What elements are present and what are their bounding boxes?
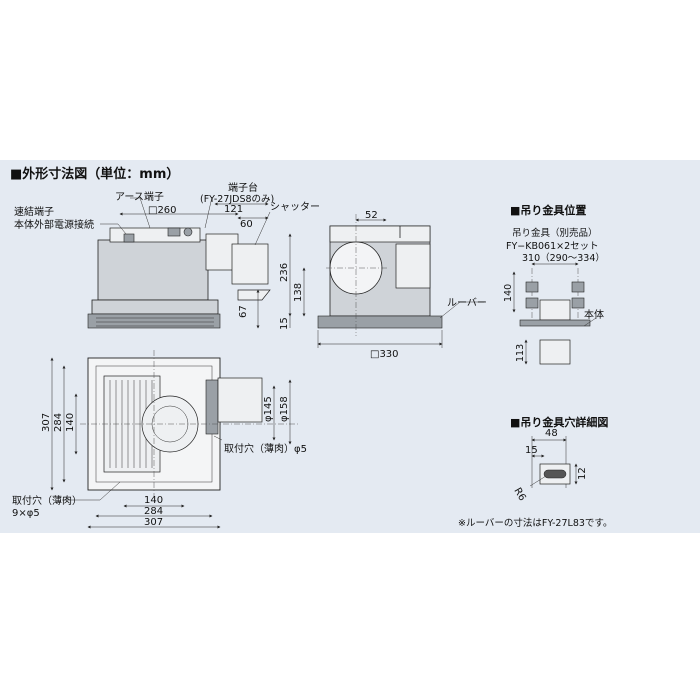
side-dim-138: 138 xyxy=(293,283,304,302)
side-view xyxy=(288,214,484,348)
front-terminal-label: 端子台 xyxy=(228,181,258,194)
plan-mount-holes-1: 取付穴（薄肉） xyxy=(12,494,82,507)
plan-dim-140-v: 140 xyxy=(65,413,76,432)
front-view xyxy=(87,196,271,329)
front-terminal-model: (FY-27JDS8のみ) xyxy=(200,194,274,205)
plan-dim-284-h: 284 xyxy=(144,506,163,517)
bracket-hole-dim-48: 48 xyxy=(545,428,558,439)
heading: ■外形寸法図（単位：mm） xyxy=(10,166,179,182)
plan-dim-307-v: 307 xyxy=(41,413,52,432)
plan-mount-holes-2: 9×φ5 xyxy=(12,508,40,519)
bracket-dim-140: 140 xyxy=(503,284,514,302)
front-quick-connect-2: 本体外部電源接続 xyxy=(14,218,94,231)
side-dim-330: □330 xyxy=(370,349,399,360)
side-dim-236: 236 xyxy=(279,263,290,282)
side-dim-52: 52 xyxy=(365,210,378,221)
bracket-hanger-label-2: FY−KB061×2セット xyxy=(506,241,599,252)
bracket-hanger-label-1: 吊り金具（別売品） xyxy=(512,227,598,239)
plan-dim-phi145: φ145 xyxy=(263,396,274,422)
bracket-body-label: 本体 xyxy=(584,308,604,321)
bracket-position-diagram xyxy=(512,262,597,365)
bracket-hole-dim-r6: R6 xyxy=(511,486,527,503)
front-shutter-label: シャッター xyxy=(270,201,320,213)
side-louver-label: ルーバー xyxy=(447,297,487,309)
louver-note: ※ルーバーの寸法はFY-27L83です。 xyxy=(458,517,612,529)
plan-mount-hole-label: 取付穴（薄肉）φ5 xyxy=(224,442,307,455)
bracket-dim-113: 113 xyxy=(515,344,526,362)
side-dim-15: 15 xyxy=(279,317,290,330)
bracket-dim-310: 310（290〜334） xyxy=(522,252,605,264)
bracket-hole-dim-15: 15 xyxy=(525,445,538,456)
front-earth-label: アース端子 xyxy=(115,190,164,203)
plan-view xyxy=(50,350,300,529)
bracket-hole-diagram xyxy=(529,436,578,488)
plan-dim-phi158: φ158 xyxy=(279,396,290,422)
bracket-hole-dim-12: 12 xyxy=(577,467,588,480)
bracket-hole-title: ■吊り金具穴詳細図 xyxy=(510,415,608,429)
front-dim-260: □260 xyxy=(148,205,177,216)
plan-dim-140-h: 140 xyxy=(144,495,163,506)
front-quick-connect-1: 速結端子 xyxy=(14,205,54,218)
plan-dim-284-v: 284 xyxy=(53,413,64,432)
plan-dim-307-h: 307 xyxy=(144,517,163,528)
front-dim-121: 121 xyxy=(224,204,243,215)
front-dim-60: 60 xyxy=(240,219,253,230)
front-dim-67: 67 xyxy=(238,305,249,318)
bracket-position-title: ■吊り金具位置 xyxy=(510,203,586,217)
